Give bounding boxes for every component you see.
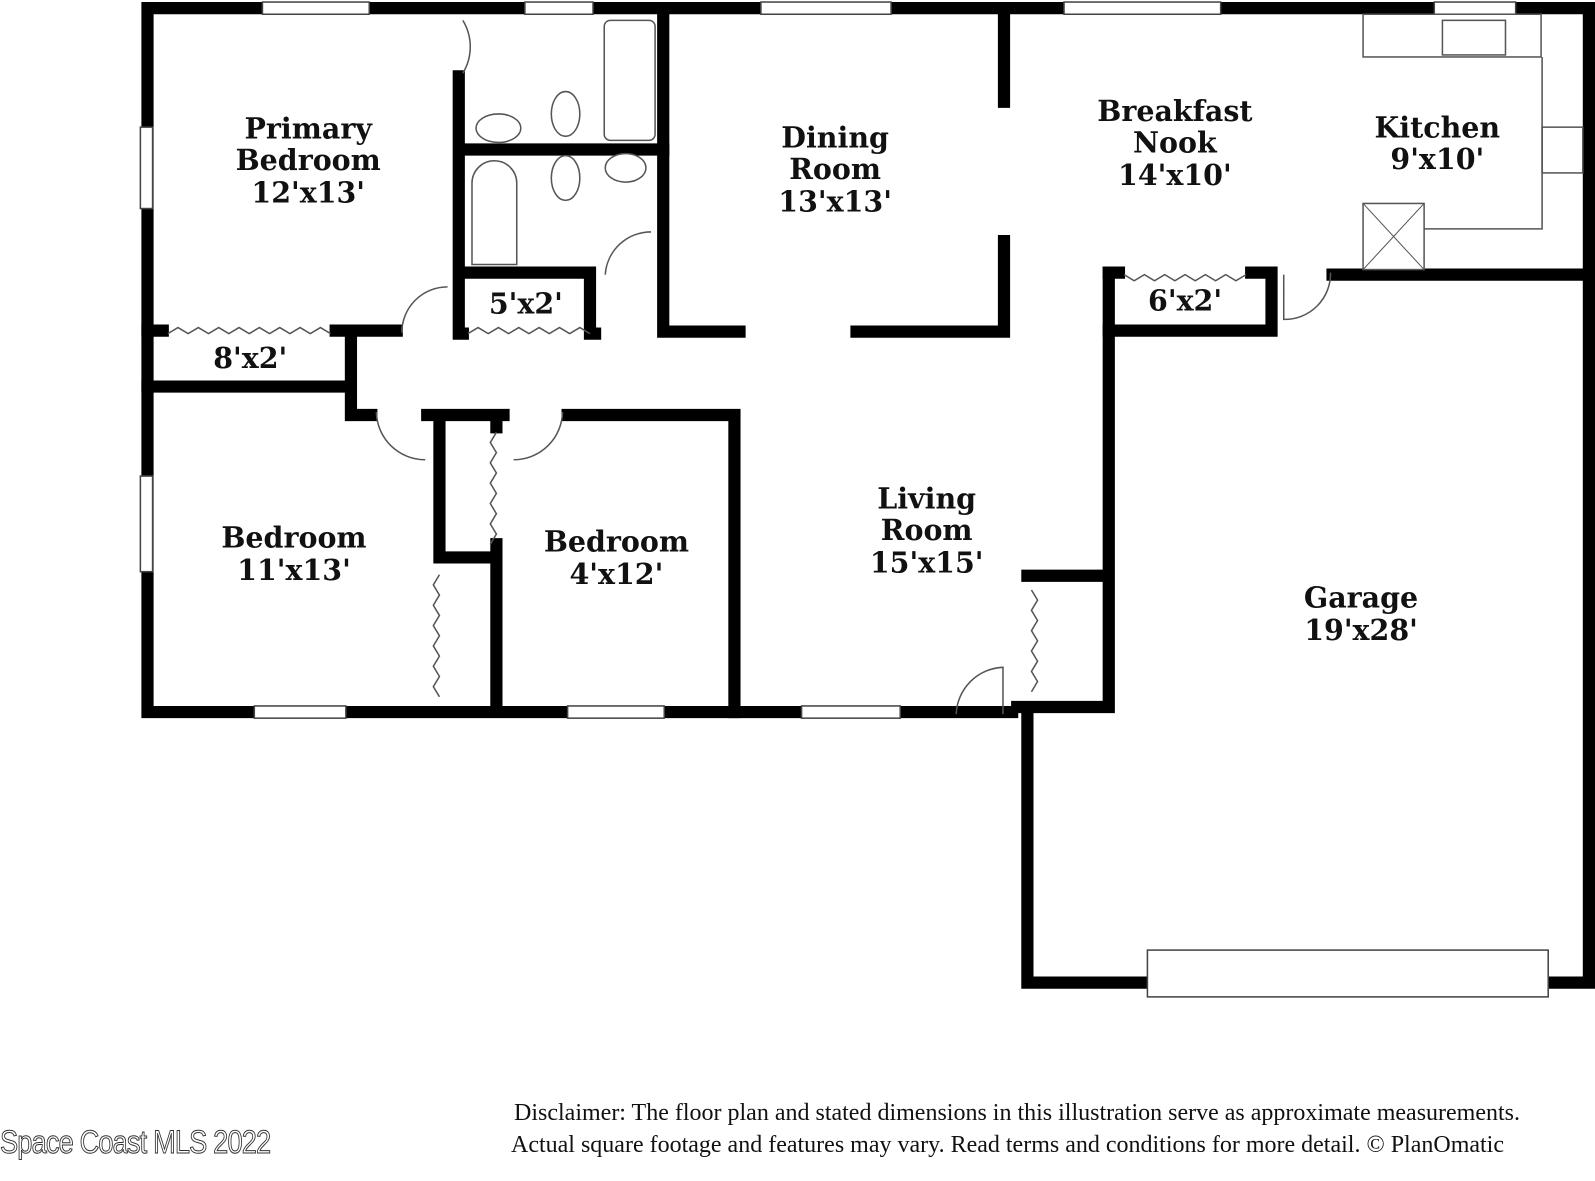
svg-text:9'x10': 9'x10': [1390, 142, 1484, 176]
doors: [167, 19, 1332, 715]
room-closet-nook: 6'x2': [1148, 283, 1222, 317]
svg-text:12'x13': 12'x13': [251, 175, 365, 209]
disclaimer-line-1: Disclaimer: The floor plan and stated di…: [514, 1100, 1520, 1126]
fixtures: [471, 13, 1584, 271]
walls: [141, 2, 1595, 989]
svg-text:13'x13': 13'x13': [778, 185, 892, 219]
svg-text:Room: Room: [789, 152, 881, 186]
svg-text:4'x12': 4'x12': [570, 557, 664, 591]
disclaimer-line-2: Actual square footage and features may v…: [510, 1132, 1504, 1158]
svg-text:Primary: Primary: [245, 111, 374, 145]
windows: [139, 1, 1549, 998]
svg-text:Bedroom: Bedroom: [544, 524, 689, 558]
room-closet-primary: 8'x2': [213, 341, 287, 375]
svg-text:Kitchen: Kitchen: [1375, 110, 1501, 144]
svg-text:Garage: Garage: [1304, 580, 1418, 614]
svg-text:15'x15': 15'x15': [870, 546, 984, 580]
svg-text:11'x13': 11'x13': [237, 553, 351, 587]
svg-text:Room: Room: [881, 513, 973, 547]
watermark: Space Coast MLS 2022: [0, 1124, 272, 1161]
svg-text:Nook: Nook: [1133, 126, 1218, 160]
room-closet-bath: 5'x2': [489, 286, 563, 320]
svg-text:Bedroom: Bedroom: [236, 143, 381, 177]
svg-text:14'x10': 14'x10': [1118, 158, 1232, 192]
svg-text:Bedroom: Bedroom: [221, 520, 366, 554]
svg-text:Living: Living: [877, 482, 976, 516]
svg-text:Breakfast: Breakfast: [1097, 94, 1253, 128]
svg-text:Dining: Dining: [781, 120, 889, 154]
svg-text:19'x28': 19'x28': [1304, 613, 1418, 647]
